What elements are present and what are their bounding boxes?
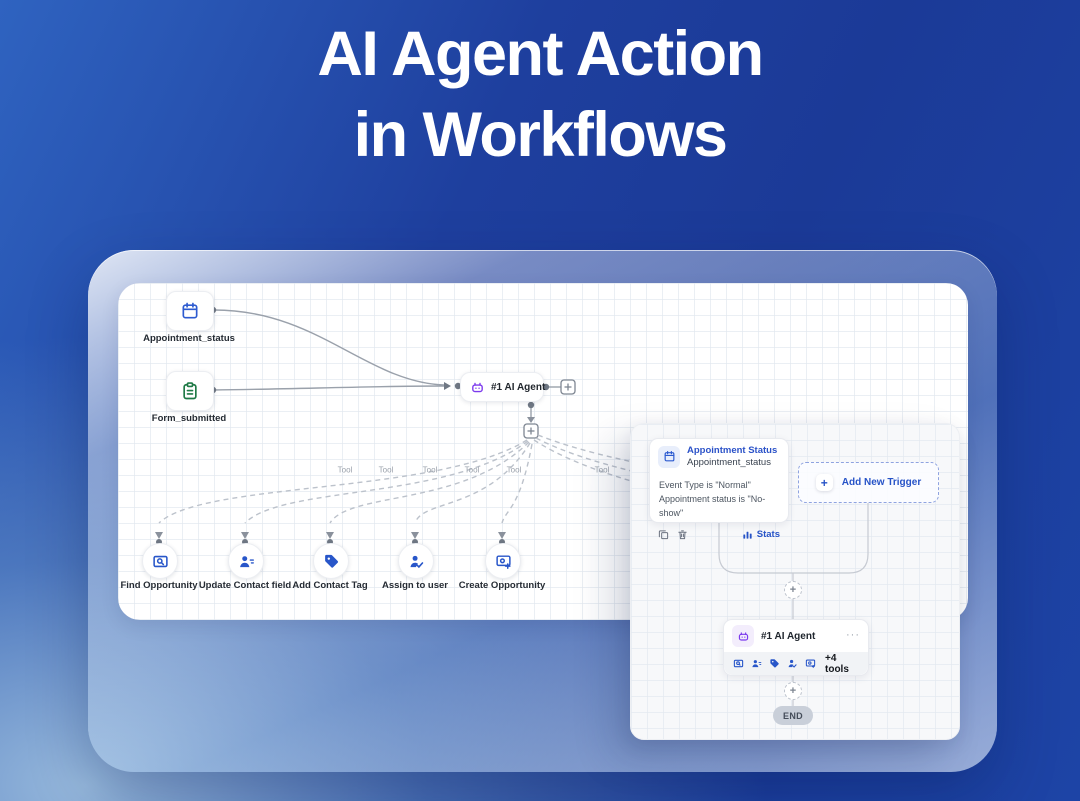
tool-node-label: Assign to user <box>382 580 448 591</box>
tools-summary: +4 tools <box>825 652 849 675</box>
agent-card-header: #1 AI Agent ··· <box>724 620 868 652</box>
title-line-1: AI Agent Action <box>317 19 764 89</box>
calendar-icon <box>658 445 680 468</box>
assign-to-user-icon <box>787 658 798 669</box>
trigger-node-label: Form_submitted <box>151 413 227 424</box>
add-step-button[interactable]: + <box>784 581 802 599</box>
update-contact-field-icon <box>751 658 762 669</box>
title-line-2: in Workflows <box>353 99 728 170</box>
tool-edge-label: Tool <box>594 465 610 475</box>
page-title: AI Agent Action in Workflows <box>0 14 1080 175</box>
robot-icon <box>732 625 754 647</box>
stats-button[interactable]: Stats <box>742 529 780 540</box>
assign-to-user-icon <box>408 553 425 570</box>
trash-icon[interactable] <box>677 529 688 540</box>
trigger-card-footer: Stats <box>650 525 788 544</box>
plus-icon: + <box>789 583 797 596</box>
add-contact-tag-icon <box>323 553 340 570</box>
plus-icon: + <box>789 684 797 697</box>
find-opportunity-icon <box>152 553 169 570</box>
tool-node-label: Update Contact field <box>198 580 292 591</box>
agent-node[interactable]: #1 AI Agent <box>460 372 546 402</box>
tool-edge-label: Tool <box>378 465 394 475</box>
tool-node-label: Create Opportunity <box>458 580 546 591</box>
tool-node-label: Find Opportunity <box>120 580 198 591</box>
tool-node-add-contact-tag[interactable] <box>313 543 349 579</box>
bar-chart-icon <box>742 529 753 540</box>
tool-edge-label: Tool <box>506 465 522 475</box>
update-contact-field-icon <box>238 553 255 570</box>
add-contact-tag-icon <box>769 658 780 669</box>
trigger-card-header: Appointment Status Appointment_status <box>650 439 788 475</box>
tool-node-label: Add Contact Tag <box>292 580 368 591</box>
agent-node-label: #1 AI Agent <box>491 381 546 393</box>
end-label: END <box>783 710 803 721</box>
trigger-node-label: Appointment_status <box>143 333 235 344</box>
add-new-trigger-label: Add New Trigger <box>841 477 922 488</box>
detail-panel: Appointment Status Appointment_status Ev… <box>630 423 960 740</box>
form-icon <box>180 381 200 401</box>
copy-icon[interactable] <box>658 529 669 540</box>
agent-detail-card[interactable]: #1 AI Agent ··· +4 tools <box>723 619 869 676</box>
trigger-card-conditions: Event Type is "Normal" Appointment statu… <box>650 475 788 525</box>
tool-edge-label: Tool <box>422 465 438 475</box>
condition-line: Appointment status is "No-show" <box>659 493 766 518</box>
tool-node-update-contact-field[interactable] <box>228 543 264 579</box>
add-new-trigger-button[interactable]: + Add New Trigger <box>798 462 939 503</box>
tool-edge-label: Tool <box>464 465 480 475</box>
trigger-detail-card[interactable]: Appointment Status Appointment_status Ev… <box>649 438 789 540</box>
tool-node-find-opportunity[interactable] <box>142 543 178 579</box>
tool-node-assign-to-user[interactable] <box>398 543 434 579</box>
stats-label: Stats <box>756 528 780 540</box>
add-step-button[interactable]: + <box>784 682 802 700</box>
create-opportunity-icon <box>805 658 816 669</box>
create-opportunity-icon <box>495 553 512 570</box>
tool-node-create-opportunity[interactable] <box>485 543 521 579</box>
condition-line: Event Type is "Normal" <box>659 479 751 490</box>
robot-icon <box>470 380 485 395</box>
tool-edge-label: Tool <box>337 465 353 475</box>
calendar-icon <box>180 301 200 321</box>
trigger-card-subtitle: Appointment_status <box>687 456 771 468</box>
trigger-node-appointment-status[interactable] <box>166 291 214 331</box>
agent-card-title: #1 AI Agent <box>761 630 816 642</box>
find-opportunity-icon <box>733 658 744 669</box>
end-badge: END <box>773 706 813 725</box>
plus-icon: + <box>815 474 833 491</box>
agent-card-tools-row: +4 tools <box>724 652 868 675</box>
trigger-card-title: Appointment Status <box>687 445 778 456</box>
ellipsis-menu-icon[interactable]: ··· <box>846 629 860 642</box>
trigger-node-form-submitted[interactable] <box>166 371 214 411</box>
